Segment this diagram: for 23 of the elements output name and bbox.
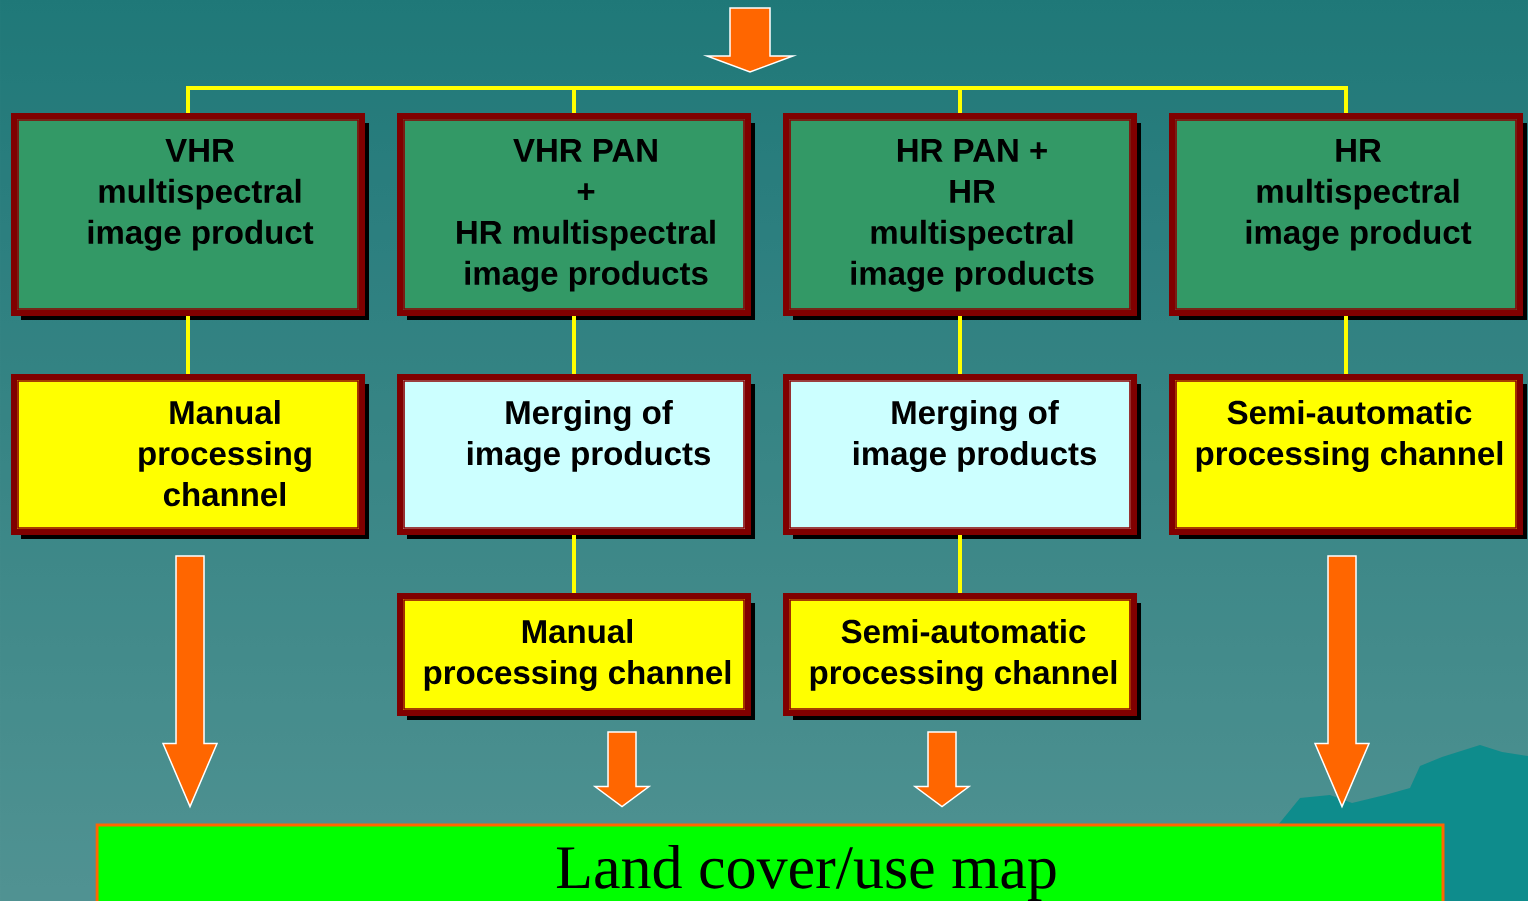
process-box: VHR multispectral image product [11, 113, 369, 320]
connector-line [572, 535, 576, 593]
connector-line [572, 86, 750, 113]
process-box: Semi-automatic processing channel [783, 593, 1141, 720]
connector-line [1344, 316, 1348, 374]
process-box: HR multispectral image product [1169, 113, 1527, 320]
block-arrow [912, 731, 972, 808]
connector-line [750, 86, 1348, 113]
process-box: HR PAN + HR multispectral image products [783, 113, 1141, 320]
process-box: Merging of image products [783, 374, 1141, 539]
connector-line [572, 316, 576, 374]
connector-line [958, 316, 962, 374]
output-box: Land cover/use map [95, 823, 1445, 901]
block-arrow [161, 555, 219, 809]
block-arrow [592, 731, 652, 808]
connector-line [186, 316, 190, 374]
process-box: Merging of image products [397, 374, 755, 539]
process-box: Manual processing channel [397, 593, 755, 720]
process-box: VHR PAN + HR multispectral image products [397, 113, 755, 320]
connector-line [958, 535, 962, 593]
block-arrow [1313, 555, 1371, 809]
process-box: Semi-automatic processing channel [1169, 374, 1527, 539]
process-box: Manual processing channel [11, 374, 369, 539]
